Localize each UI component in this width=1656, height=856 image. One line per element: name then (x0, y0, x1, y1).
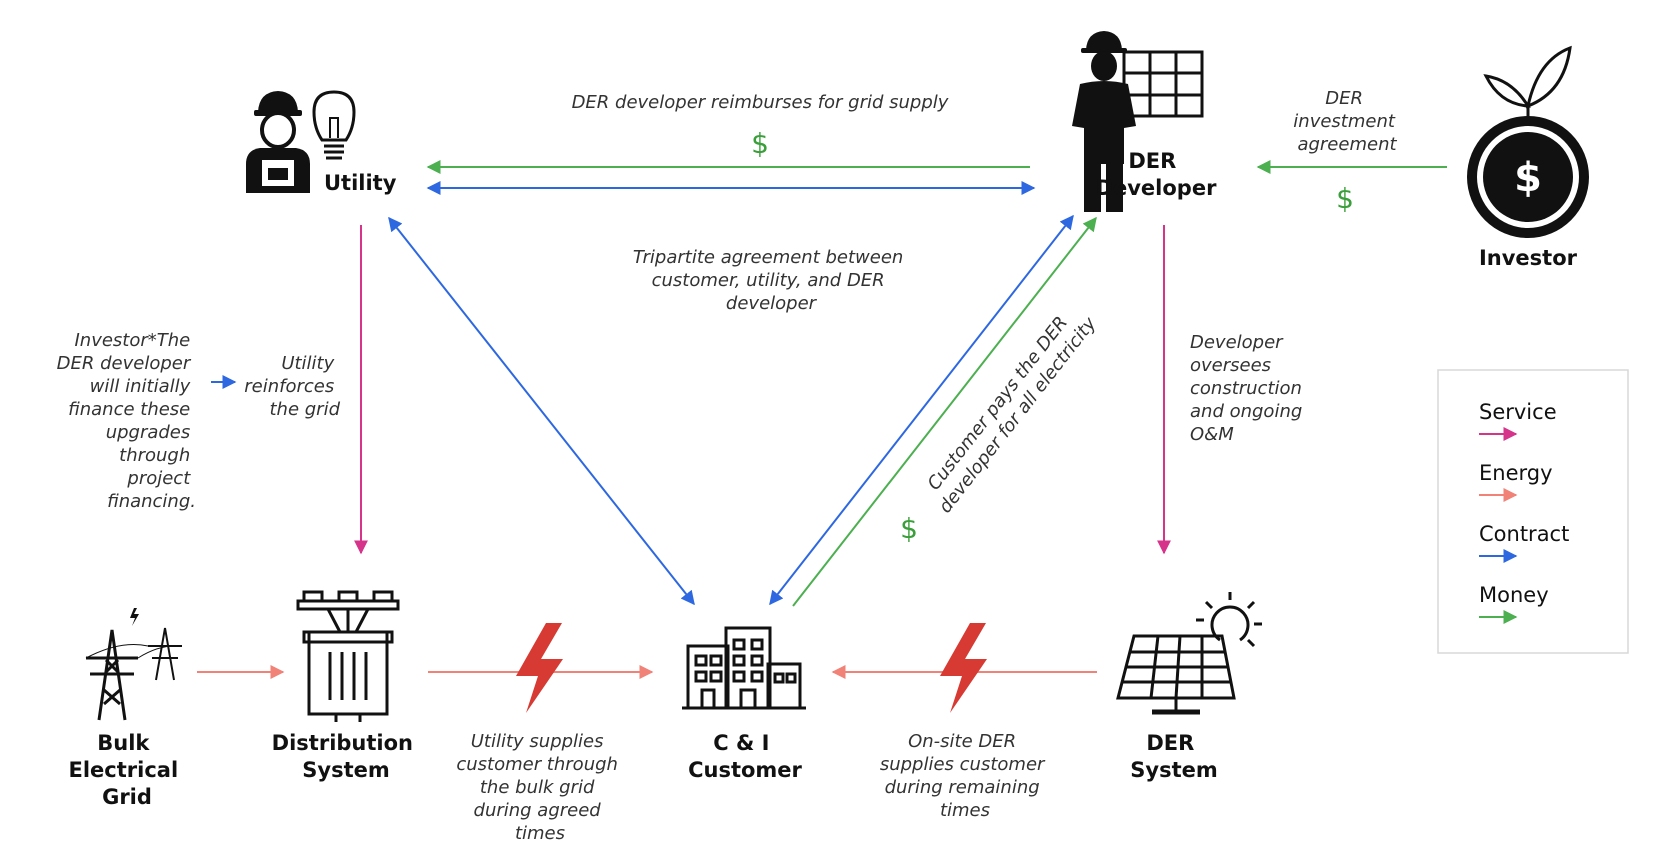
small-bolt-icon (130, 608, 139, 626)
transmission-tower-icon (85, 627, 183, 721)
utility-supplies-note: Utility supplies customer through the bu… (456, 731, 623, 844)
legend-label-contract: Contract (1479, 522, 1569, 546)
investor-label: Investor (1479, 246, 1578, 270)
lightning-bolt-icon (516, 623, 563, 713)
legend-label-energy: Energy (1479, 461, 1553, 485)
contract-arrow-customer-developer (769, 214, 1074, 606)
investor-finance-note: Investor*The DER developer will initiall… (57, 330, 196, 512)
contract-arrow-utility-customer (388, 216, 695, 606)
der-developer-icon (1072, 31, 1204, 212)
reinforce-note: Utility reinforces the grid (244, 353, 340, 420)
buildings-icon (682, 626, 806, 710)
oversees-note: Developer oversees construction and ongo… (1190, 332, 1308, 445)
legend-label-service: Service (1479, 400, 1557, 424)
onsite-note: On-site DER supplies customer during rem… (880, 731, 1050, 821)
der-system-label: DER System (1130, 731, 1217, 782)
utility-label: Utility (324, 171, 397, 195)
der-developer-label: DER Developer (1096, 149, 1218, 200)
dollar-symbol-top: $ (751, 127, 769, 160)
tripartite-note: Tripartite agreement between customer, u… (633, 247, 909, 314)
money-arrow-customer-to-developer (792, 216, 1097, 607)
bulk-grid-label: Bulk Electrical Grid (69, 731, 186, 809)
investment-note: DER investment agreement (1293, 88, 1400, 155)
legend-box (1437, 369, 1629, 654)
legend-label-money: Money (1479, 583, 1549, 607)
utility-worker-icon (246, 91, 310, 193)
investor-coin-icon: $ (1467, 45, 1589, 238)
reimburse-note: DER developer reimburses for grid supply (572, 92, 949, 113)
distribution-label: Distribution System (272, 731, 421, 782)
transformer-icon (296, 590, 400, 722)
customer-label: C & I Customer (688, 731, 802, 782)
solar-panel-icon (1116, 634, 1236, 715)
customer-pays-note: Customer pays the DER developer for all … (917, 299, 1101, 517)
lightning-bolt-icon (940, 623, 987, 713)
dollar-symbol-investor: $ (1336, 182, 1354, 215)
sun-icon (1196, 592, 1262, 648)
light-bulb-icon (312, 90, 356, 160)
dollar-symbol-customer: $ (900, 512, 918, 545)
coin-dollar-symbol: $ (1514, 155, 1542, 201)
legend: Service Energy Contract Money (1437, 369, 1629, 654)
